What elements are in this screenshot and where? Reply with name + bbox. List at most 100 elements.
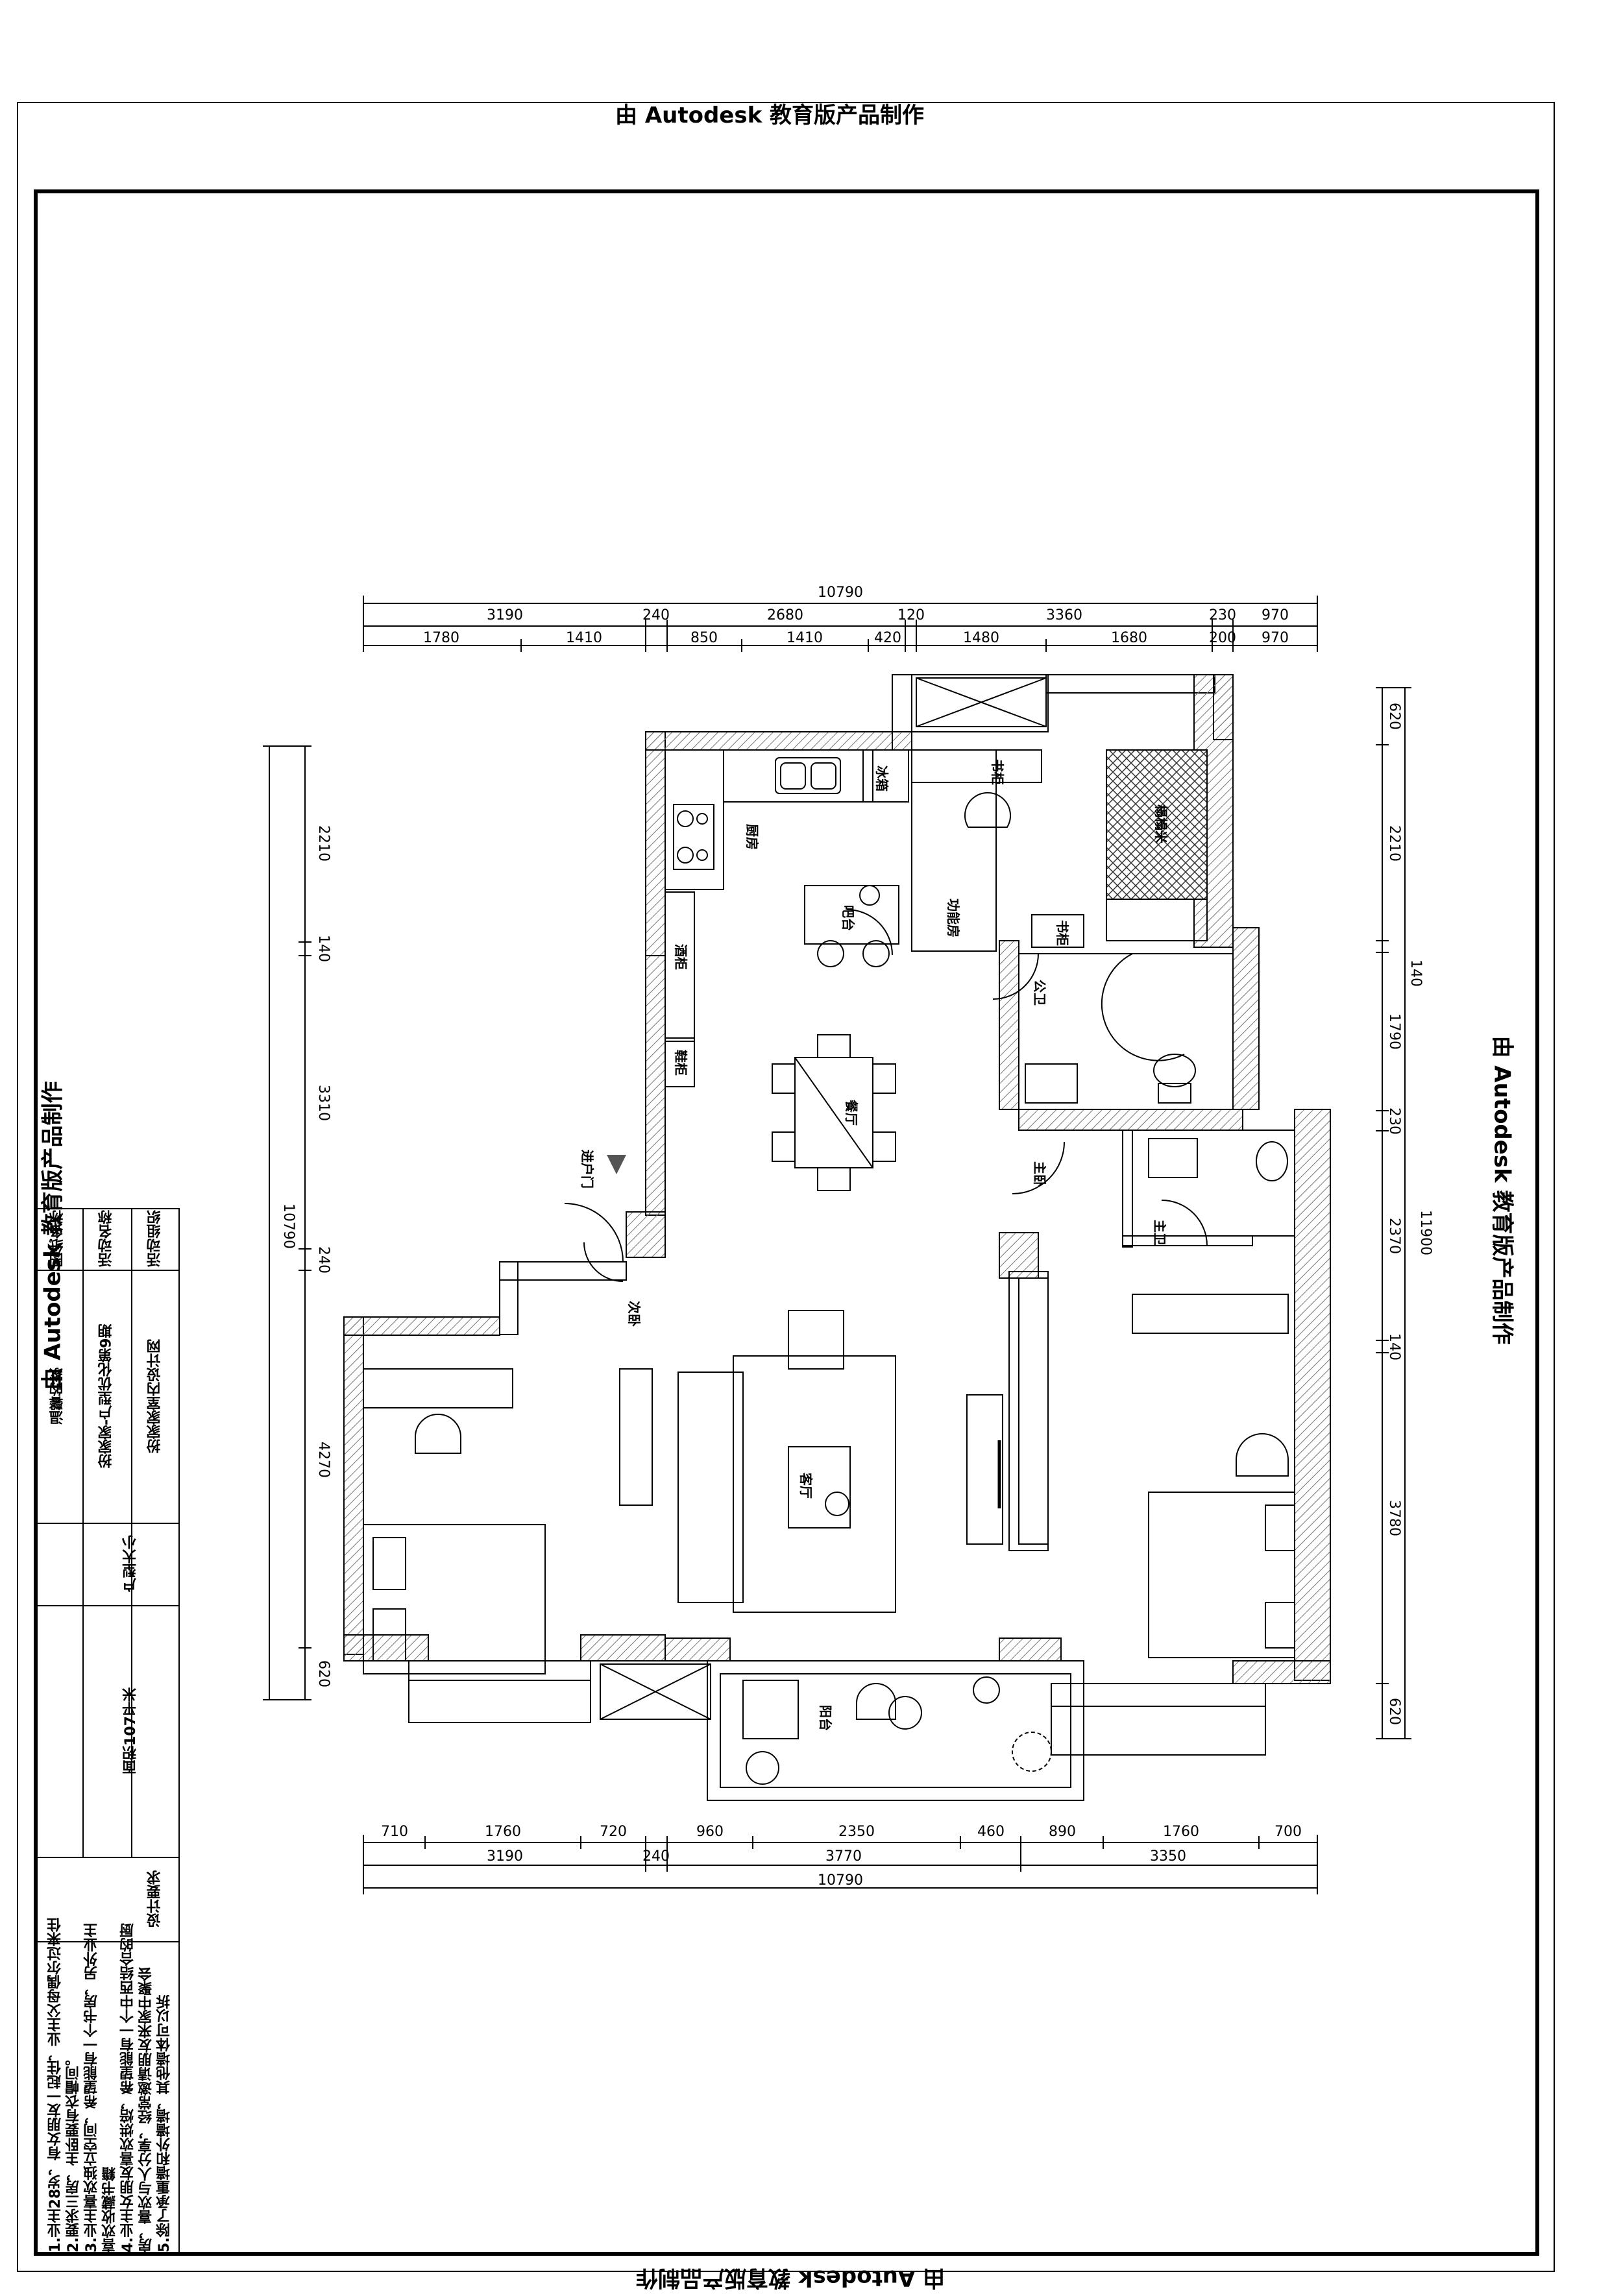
- label-second-bedroom: 次卧: [626, 1301, 642, 1327]
- washing-machine: [742, 1680, 799, 1739]
- dim-top-r2-6: 1480: [963, 630, 999, 646]
- dim-top-r2-9: 970: [1262, 630, 1289, 646]
- dim-bottom-6: 460: [977, 1824, 1005, 1840]
- cabinet-bottom: [1031, 914, 1084, 948]
- dim-bottom-r2-4: 3350: [1150, 1848, 1186, 1865]
- label-entrance: 进户门: [579, 1150, 595, 1189]
- right-dimensions: [1376, 687, 1411, 1739]
- dim-top-3: 2680: [767, 607, 803, 623]
- second-bed: [363, 1524, 546, 1674]
- kitchen-counter: [665, 749, 724, 890]
- master-closet: [1132, 1294, 1289, 1334]
- stove: [673, 804, 714, 870]
- sink: [775, 757, 841, 794]
- dim-left-3: 3310: [315, 1085, 332, 1121]
- dim-bottom-total: 10790: [818, 1872, 863, 1889]
- dim-top-r2-1: 1780: [423, 630, 459, 646]
- label-master-bath: 主卫: [1152, 1220, 1167, 1246]
- requirement-line: 3.业主喜欢独立空间，希望能有一个书房，另外业主: [84, 1923, 100, 2253]
- title-org-value: 扮家家室内设计网: [147, 1339, 164, 1453]
- dim-left-total: 10790: [280, 1203, 297, 1249]
- dim-left-4: 240: [315, 1246, 332, 1274]
- second-bedroom-closet: [363, 1368, 513, 1408]
- entrance-arrow-icon: [607, 1155, 626, 1174]
- armchair: [788, 1310, 844, 1370]
- sofa: [677, 1372, 744, 1603]
- requirement-line: 房，喜欢与人分享，经常邀请朋友来家中聚会: [138, 1967, 154, 2253]
- dim-right-6: 2370: [1386, 1218, 1402, 1254]
- dim-right-5: 230: [1386, 1107, 1402, 1135]
- label-master-bedroom: 主卧: [1032, 1161, 1047, 1187]
- dim-bottom-r2-2: 240: [642, 1848, 670, 1865]
- dim-right-3: 140: [1408, 960, 1424, 987]
- title-event-label: 活动名称: [98, 1210, 115, 1268]
- tv-cabinet: [966, 1394, 1003, 1545]
- dim-bottom-8: 1760: [1163, 1824, 1199, 1840]
- dim-top-5: 3360: [1046, 607, 1082, 623]
- outer-frame: [17, 102, 1555, 2272]
- requirement-line: 5.除了承重墙和外墙墙，其他墙体可以拆: [156, 1994, 173, 2253]
- dim-top-r2-2: 1410: [566, 630, 602, 646]
- dim-right-1: 620: [1386, 703, 1402, 730]
- wardrobe-right: [1008, 1271, 1049, 1551]
- label-kitchen: 厨房: [744, 824, 760, 850]
- shoe-cabinet: [665, 1037, 695, 1087]
- dim-bottom-5: 2350: [838, 1824, 875, 1840]
- coffee-table: [788, 1446, 851, 1529]
- bottom-dimensions: [363, 1835, 1318, 1894]
- label-utility: 功能房: [945, 899, 961, 937]
- tatami: [1106, 749, 1208, 900]
- dim-top-6: 230: [1209, 607, 1236, 623]
- dim-left-1: 2210: [315, 825, 332, 862]
- dim-top-r2-7: 1680: [1111, 630, 1147, 646]
- dim-left-6: 620: [315, 1660, 332, 1687]
- label-cabinet-bottom: 书柜: [1055, 920, 1070, 946]
- dim-left-5: 4270: [315, 1442, 332, 1478]
- dim-right-8: 3780: [1386, 1500, 1402, 1536]
- dim-top-r2-8: 200: [1209, 630, 1236, 646]
- master-bath: [1132, 1130, 1295, 1237]
- dim-bottom-r2-1: 3190: [487, 1848, 523, 1865]
- dim-top-2: 240: [642, 607, 670, 623]
- dim-bottom-r2-3: 3770: [825, 1848, 862, 1865]
- title-block: 活动组织 活动名称 图纸名称 扮家家室内设计网 扮家家-户型优化第9期 温馨的家…: [34, 1208, 180, 2256]
- dim-bottom-9: 700: [1275, 1824, 1302, 1840]
- requirement-line: 喜欢收藏书籍: [102, 2167, 118, 2253]
- dim-top-r2-3: 850: [690, 630, 718, 646]
- dim-bottom-1: 710: [381, 1824, 408, 1840]
- title-req-label: 设计要求: [147, 1870, 164, 1927]
- cabinet-top: [911, 749, 1042, 783]
- dim-left-2: 140: [315, 935, 332, 962]
- dim-right-2: 2210: [1386, 825, 1402, 862]
- drawing-frame: [34, 189, 1539, 2256]
- fridge: [862, 749, 909, 803]
- dim-right-4: 1790: [1386, 1013, 1402, 1050]
- master-bed: [1148, 1492, 1295, 1658]
- kitchen-counter-top: [723, 749, 873, 803]
- title-event-value: 扮家家-户型优化第9期: [98, 1323, 115, 1469]
- dim-right-total: 11900: [1417, 1210, 1433, 1255]
- bar-counter: [804, 885, 899, 945]
- requirement-line: 2.要求三房，主卧要有衣帽间。: [66, 2051, 82, 2253]
- walls: [343, 674, 1331, 1801]
- label-dining: 餐厅: [844, 1100, 859, 1126]
- wine-cabinet: [665, 891, 695, 1042]
- dim-top-r2-4: 1410: [787, 630, 823, 646]
- label-living: 客厅: [798, 1472, 814, 1499]
- dim-bottom-4: 960: [696, 1824, 724, 1840]
- living-rug: [733, 1355, 896, 1613]
- requirement-line: 1.业主28岁，有女朋友一起住，业主父母偶尔过来住: [47, 1917, 64, 2253]
- dim-right-7: 140: [1386, 1333, 1402, 1360]
- dim-top-r2-5: 420: [874, 630, 901, 646]
- label-shoe-cabinet: 鞋柜: [673, 1050, 689, 1076]
- label-bar: 吧台: [840, 905, 856, 931]
- dim-top-total: 10790: [818, 585, 863, 601]
- dim-top-1: 3190: [487, 607, 523, 623]
- dim-bottom-7: 890: [1049, 1824, 1076, 1840]
- label-wine-cabinet: 酒柜: [673, 944, 689, 970]
- left-dimensions: [263, 745, 311, 1700]
- requirement-line: 4.业主女朋友喜欢烘焙，希望能有一个中西结合的厨: [120, 1923, 136, 2253]
- dim-top-4: 120: [897, 607, 925, 623]
- dim-bottom-2: 1760: [485, 1824, 521, 1840]
- public-bath: [1018, 953, 1234, 1110]
